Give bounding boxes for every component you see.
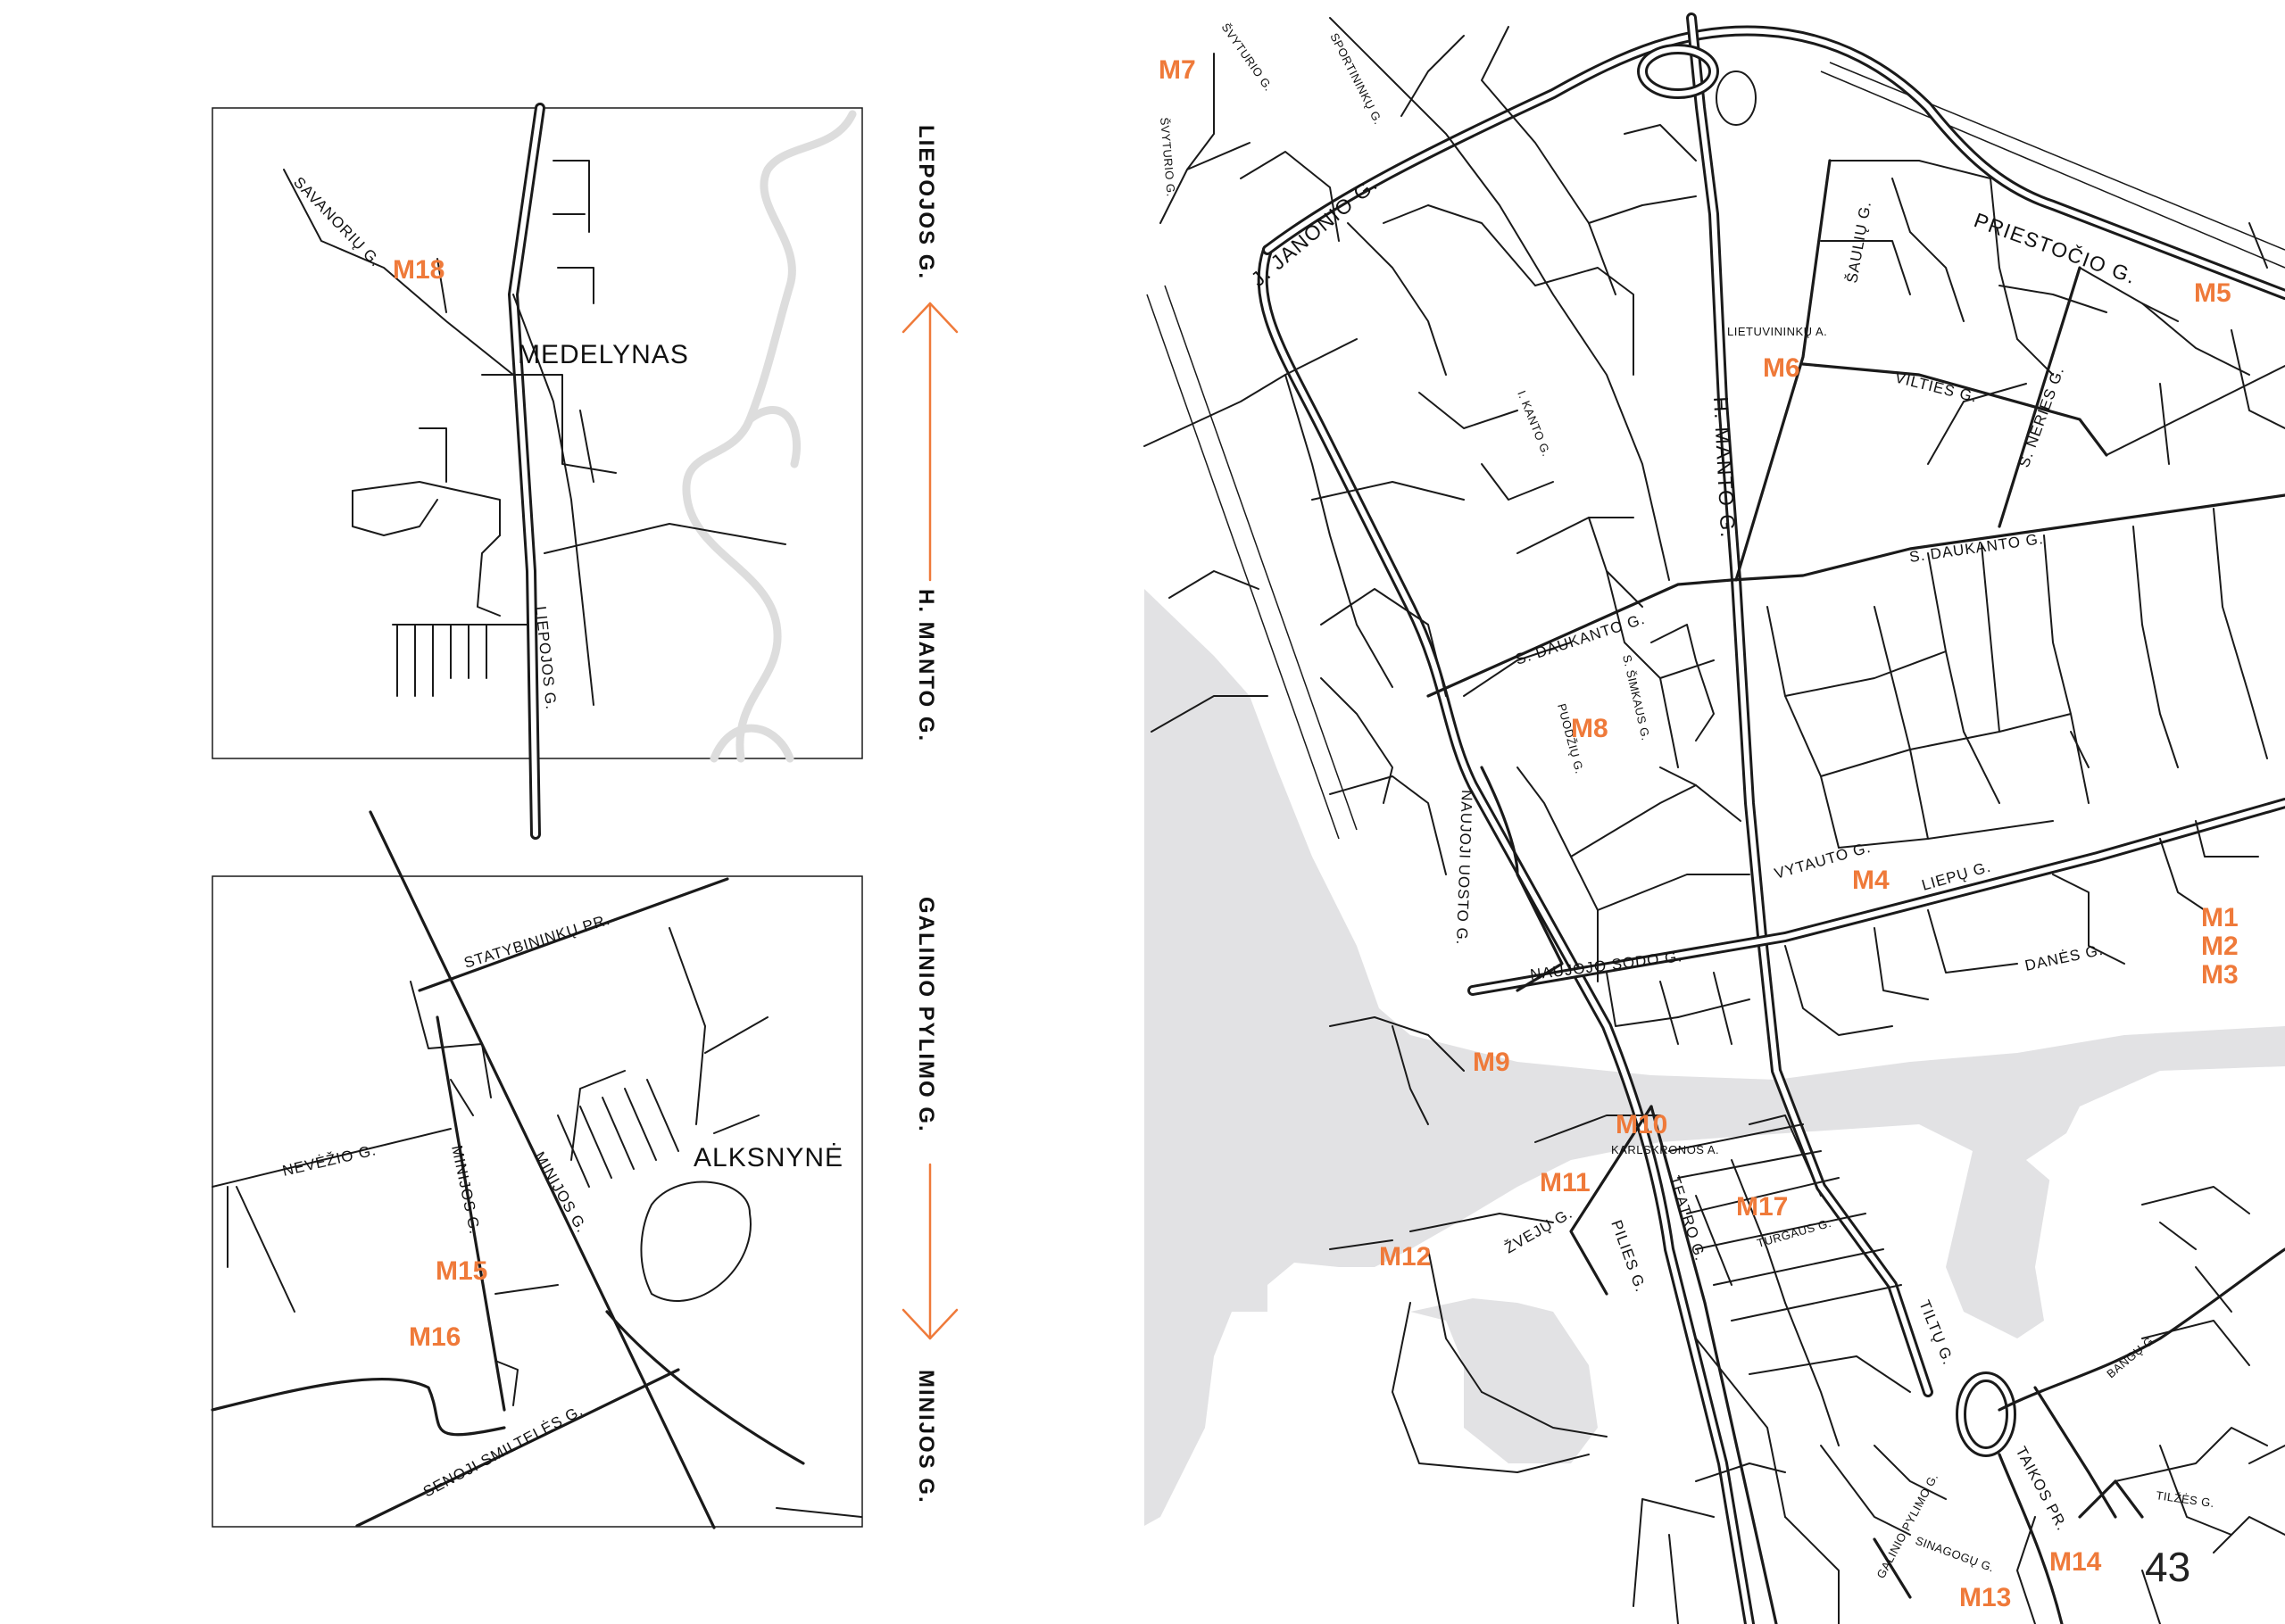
- label-direction-top-end: H. MANTO G.: [914, 589, 938, 742]
- label-area-medelynas: MEDELYNAS: [518, 340, 689, 369]
- label-galinio-pylimo: GALINIO PYLIMO G.: [1874, 1471, 1940, 1580]
- marker-m3[interactable]: M3: [2201, 960, 2239, 990]
- marker-m15[interactable]: M15: [436, 1256, 487, 1286]
- label-daukanto-east: S. DAUKANTO G.: [1908, 530, 2045, 566]
- marker-m8[interactable]: M8: [1571, 714, 1608, 743]
- label-vilties: VILTIES G.: [1893, 369, 1980, 405]
- water-body: [1144, 589, 2285, 1526]
- highway-manto: [1686, 12, 1933, 1397]
- inset-bottom-map: [211, 810, 863, 1529]
- road-minijos-diag: [369, 810, 716, 1529]
- direction-arrow-bottom: [902, 1163, 959, 1340]
- marker-m6[interactable]: M6: [1763, 353, 1800, 383]
- label-manto: H. MANTO G.: [1709, 396, 1740, 539]
- label-kanto: I. KANTO G.: [1515, 389, 1553, 459]
- marker-m14[interactable]: M14: [2049, 1547, 2102, 1577]
- highway-janonio: [1257, 25, 2285, 1624]
- marker-m11[interactable]: M11: [1540, 1168, 1591, 1197]
- street-grid: [1143, 17, 2285, 1624]
- direction-arrow-top: [902, 302, 959, 582]
- label-neries: S. NERIES G.: [2015, 364, 2067, 469]
- marker-m18[interactable]: M18: [393, 255, 445, 285]
- inset-top-map: [212, 103, 863, 840]
- label-zveju: ŽVEJŲ G.: [1502, 1205, 1576, 1257]
- label-sinagogu: SINAGOGŲ G.: [1914, 1534, 1996, 1575]
- label-priestocio: PRIESTOČIO G.: [1971, 207, 2140, 288]
- marker-m13[interactable]: M13: [1959, 1583, 2011, 1612]
- label-tilzes: TILŽĖS G.: [2156, 1488, 2215, 1510]
- label-sauliu: ŠAULIŲ G.: [1843, 200, 1874, 285]
- label-taikos: TAIKOS PR.: [2012, 1444, 2071, 1534]
- label-area-alksnyne: ALKSNYNĖ: [694, 1143, 843, 1172]
- label-bangu: BANGŲ G.: [2104, 1331, 2158, 1380]
- marker-m16[interactable]: M16: [409, 1322, 461, 1352]
- label-direction-top-start: LIEPOJOS G.: [914, 125, 938, 280]
- label-svyturio-a: ŠVYTURIO G.: [1219, 21, 1276, 94]
- marker-m9[interactable]: M9: [1473, 1048, 1510, 1077]
- marker-m5[interactable]: M5: [2194, 278, 2231, 308]
- marker-m10[interactable]: M10: [1616, 1110, 1667, 1139]
- river: [682, 110, 857, 763]
- label-naujojo-sodo: NAUJOJO SODO G.: [1529, 948, 1683, 983]
- label-direction-bottom-start: GALINIO PYLIMO G.: [914, 897, 938, 1133]
- main-map: [1143, 12, 2285, 1624]
- marker-m17[interactable]: M17: [1736, 1192, 1788, 1222]
- label-naujoji-uosto: NAUJOJI UOSTO G.: [1453, 790, 1475, 946]
- label-danes: DANĖS G.: [2023, 941, 2105, 974]
- label-janonio: J. JANONIO G.: [1247, 171, 1383, 290]
- label-pilies: PILIES G.: [1608, 1218, 1649, 1295]
- marker-m2[interactable]: M2: [2201, 932, 2239, 961]
- label-direction-bottom-end: MINIJOS G.: [914, 1370, 938, 1504]
- inset-bottom-frame: [212, 875, 863, 1528]
- marker-m1[interactable]: M1: [2201, 903, 2239, 932]
- marker-m7[interactable]: M7: [1159, 55, 1196, 85]
- marker-m12[interactable]: M12: [1379, 1242, 1431, 1272]
- label-lietuvininku: LIETUVININKŲ A.: [1727, 325, 1827, 338]
- label-karlskronos: KARLSKRONOS A.: [1611, 1143, 1719, 1156]
- interchange: [1637, 44, 2016, 1457]
- marker-m4[interactable]: M4: [1852, 866, 1890, 895]
- page-number: 43: [2145, 1544, 2190, 1590]
- label-svyturio-b: ŠVYTURIO G.: [1158, 117, 1178, 197]
